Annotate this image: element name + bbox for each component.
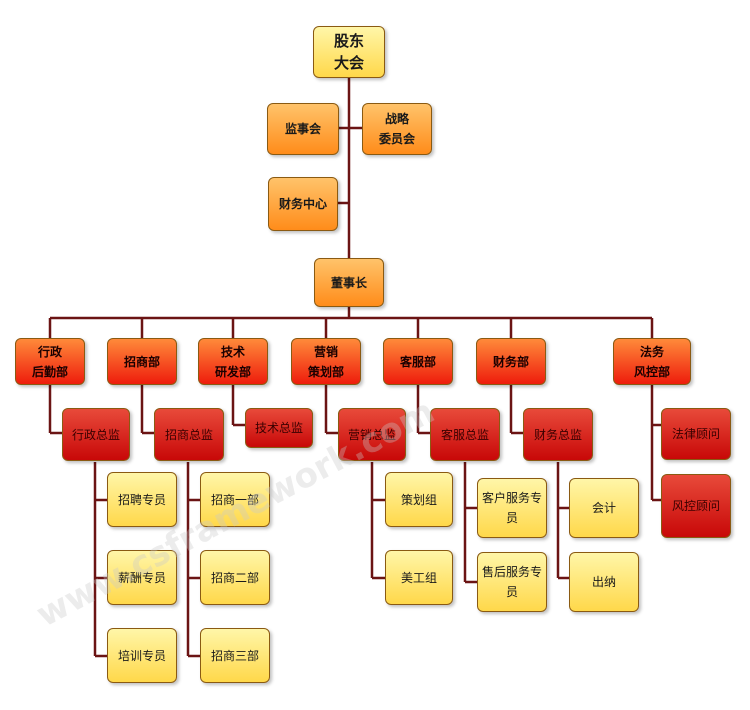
risk-advisor-node: 风控顾问 [661,474,731,538]
director-marketing-node: 营销总监 [338,408,406,461]
director-service-node: 客服总监 [430,408,500,461]
director-label: 招商总监 [164,427,213,442]
director-label: 营销总监 [347,427,396,442]
design-group-node: 美工组 [385,550,453,605]
director-admin-node: 行政总监 [62,408,130,461]
dept-label: 技术 研发部 [214,344,251,379]
supervisory-board-node: 监事会 [267,103,339,155]
dept-tech-node: 技术 研发部 [198,338,268,385]
dept-label: 营销 策划部 [307,344,344,379]
staff-label: 招商三部 [210,648,259,663]
shareholders-label: 股东 大会 [333,32,364,72]
dept-label: 行政 后勤部 [31,344,68,379]
director-legal-node: 法律顾问 [661,408,731,460]
director-label: 财务总监 [533,427,582,442]
staff-label: 会计 [591,501,616,515]
shareholders-meeting-node: 股东 大会 [313,26,385,78]
staff-label: 策划组 [400,492,437,507]
finance-center-label: 财务中心 [278,197,327,211]
staff-label: 招聘专员 [117,492,166,507]
dept-investment-node: 招商部 [107,338,177,385]
staff-label: 风控顾问 [671,499,720,513]
strategy-committee-node: 战略 委员会 [362,103,432,155]
staff-label: 薪酬专员 [117,570,166,585]
investment-team-1-node: 招商一部 [200,472,270,527]
cashier-node: 出纳 [569,552,639,612]
dept-label: 招商部 [123,354,160,369]
staff-label: 招商二部 [210,570,259,585]
dept-marketing-node: 营销 策划部 [291,338,361,385]
staff-payroll-node: 薪酬专员 [107,550,177,605]
accountant-node: 会计 [569,478,639,538]
chairman-label: 董事长 [330,275,367,290]
director-finance-node: 财务总监 [523,408,593,461]
supervisory-label: 监事会 [284,122,321,136]
dept-admin-node: 行政 后勤部 [15,338,85,385]
dept-label: 法务 风控部 [633,344,670,379]
staff-training-node: 培训专员 [107,628,177,683]
dept-label: 财务部 [492,354,529,369]
staff-label: 客户服务专 员 [482,491,543,525]
director-label: 技术总监 [254,421,303,435]
director-label: 行政总监 [71,427,120,442]
staff-label: 售后服务专 员 [482,565,543,599]
director-tech-node: 技术总监 [245,408,313,448]
investment-team-3-node: 招商三部 [200,628,270,683]
director-label: 客服总监 [440,427,489,442]
dept-legal-node: 法务 风控部 [613,338,691,385]
staff-label: 招商一部 [210,492,259,507]
finance-center-node: 财务中心 [268,177,338,231]
dept-label: 客服部 [399,354,436,369]
director-label: 法律顾问 [671,427,720,441]
dept-finance-node: 财务部 [476,338,546,385]
planning-group-node: 策划组 [385,472,453,527]
director-investment-node: 招商总监 [154,408,224,461]
strategy-label: 战略 委员会 [378,112,415,146]
staff-recruitment-node: 招聘专员 [107,472,177,527]
staff-label: 出纳 [591,575,616,589]
customer-service-node: 客户服务专 员 [477,478,547,538]
investment-team-2-node: 招商二部 [200,550,270,605]
staff-label: 美工组 [400,570,437,585]
staff-label: 培训专员 [117,648,166,663]
dept-service-node: 客服部 [383,338,453,385]
chairman-node: 董事长 [314,258,384,307]
after-sales-node: 售后服务专 员 [477,552,547,612]
